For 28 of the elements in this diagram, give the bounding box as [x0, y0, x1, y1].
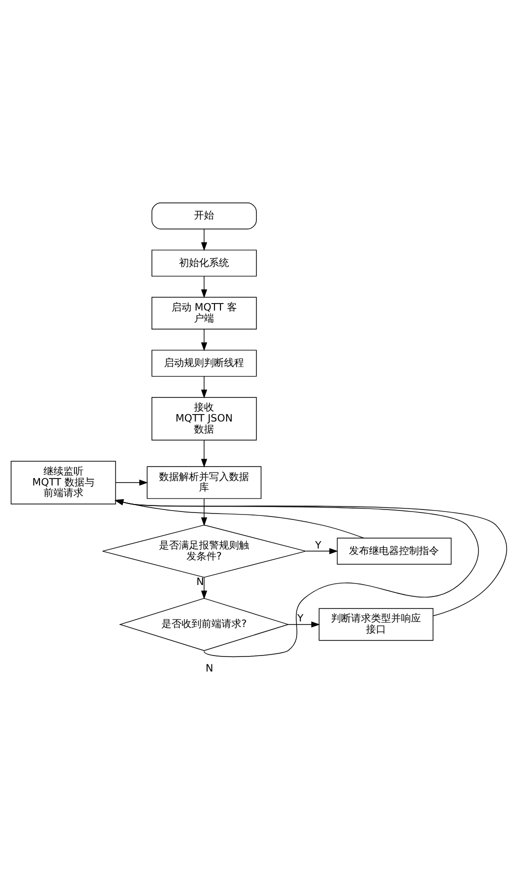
- edge-label: Y: [297, 613, 304, 624]
- arrow: [201, 328, 208, 351]
- arrow: [114, 498, 479, 657]
- node-box: 初始化系统: [152, 249, 257, 276]
- node-box: 接收 MQTT JSON 数据: [152, 396, 257, 440]
- arrow: [116, 479, 148, 486]
- node-box: 数据解析并写入数据库: [146, 466, 262, 498]
- edge-label: N: [196, 576, 204, 588]
- arrow: [201, 439, 208, 468]
- arrow: [288, 620, 320, 627]
- node-box: 发布继电器控制指令: [336, 537, 452, 564]
- arrow: [201, 276, 208, 298]
- arrow: [114, 498, 364, 538]
- node-box: 启动规则判断线程: [152, 349, 257, 376]
- arrow: [201, 228, 208, 251]
- arrow: [306, 548, 338, 554]
- node-box: 启动 MQTT 客户端: [152, 296, 257, 330]
- node-diamond: 是否收到前端请求?: [118, 597, 290, 650]
- node-box: 继续监听 MQTT 数据与前端请求: [10, 460, 116, 504]
- node-diamond: 是否满足报警规则触发条件?: [102, 524, 306, 578]
- edge-label: Y: [315, 540, 322, 551]
- node-box: 判断请求类型并响应接口: [318, 608, 434, 640]
- arrow: [114, 498, 508, 616]
- arrow: [201, 498, 208, 526]
- node-box: 开始: [152, 202, 257, 229]
- arrow: [201, 576, 208, 599]
- arrow: [201, 376, 208, 398]
- edge-label: N: [206, 662, 214, 674]
